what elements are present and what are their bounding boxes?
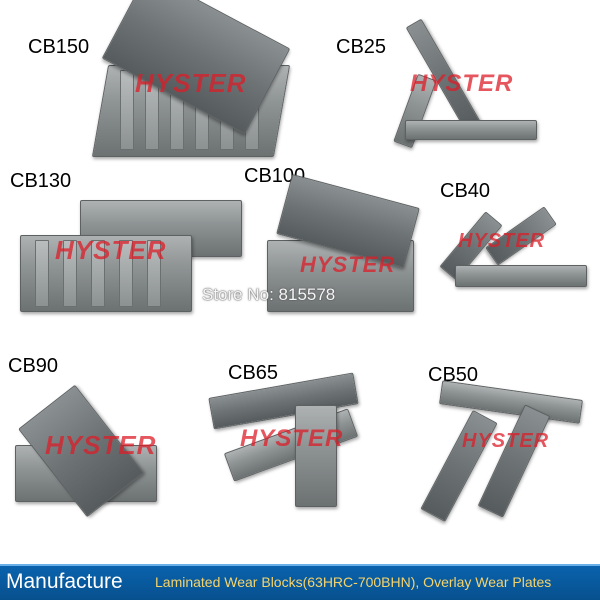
footer-banner: Manufacture Laminated Wear Blocks(63HRC-…: [0, 564, 600, 600]
product-image-cb130: [15, 195, 245, 320]
watermark-hyster: HYSTER: [55, 235, 167, 265]
product-image-cb40: [439, 200, 590, 290]
store-number: Store No: 815578: [202, 285, 336, 304]
product-image-cb150: [91, 0, 291, 160]
watermark-hyster: HYSTER: [45, 430, 157, 460]
label-cb130: CB130: [10, 170, 72, 192]
product-image-cb100: [262, 173, 420, 315]
label-cb90: CB90: [8, 355, 59, 377]
footer-title: Manufacture: [6, 570, 123, 593]
label-cb25: CB25: [336, 36, 387, 58]
watermark-hyster: HYSTER: [458, 230, 546, 252]
label-cb150: CB150: [28, 36, 90, 58]
product-image-cb65: [205, 370, 365, 510]
product-image-cb90: [15, 380, 165, 518]
product-image-cb25: [393, 15, 545, 149]
watermark-hyster: HYSTER: [410, 70, 514, 97]
watermark-hyster: HYSTER: [462, 430, 550, 452]
label-cb50: CB50: [428, 364, 479, 386]
footer-subtitle: Laminated Wear Blocks(63HRC-700BHN), Ove…: [155, 574, 552, 590]
watermark-hyster: HYSTER: [135, 68, 247, 98]
label-cb65: CB65: [228, 362, 279, 384]
watermark-hyster: HYSTER: [300, 252, 396, 277]
watermark-hyster: HYSTER: [240, 425, 344, 452]
label-cb40: CB40: [440, 180, 491, 202]
